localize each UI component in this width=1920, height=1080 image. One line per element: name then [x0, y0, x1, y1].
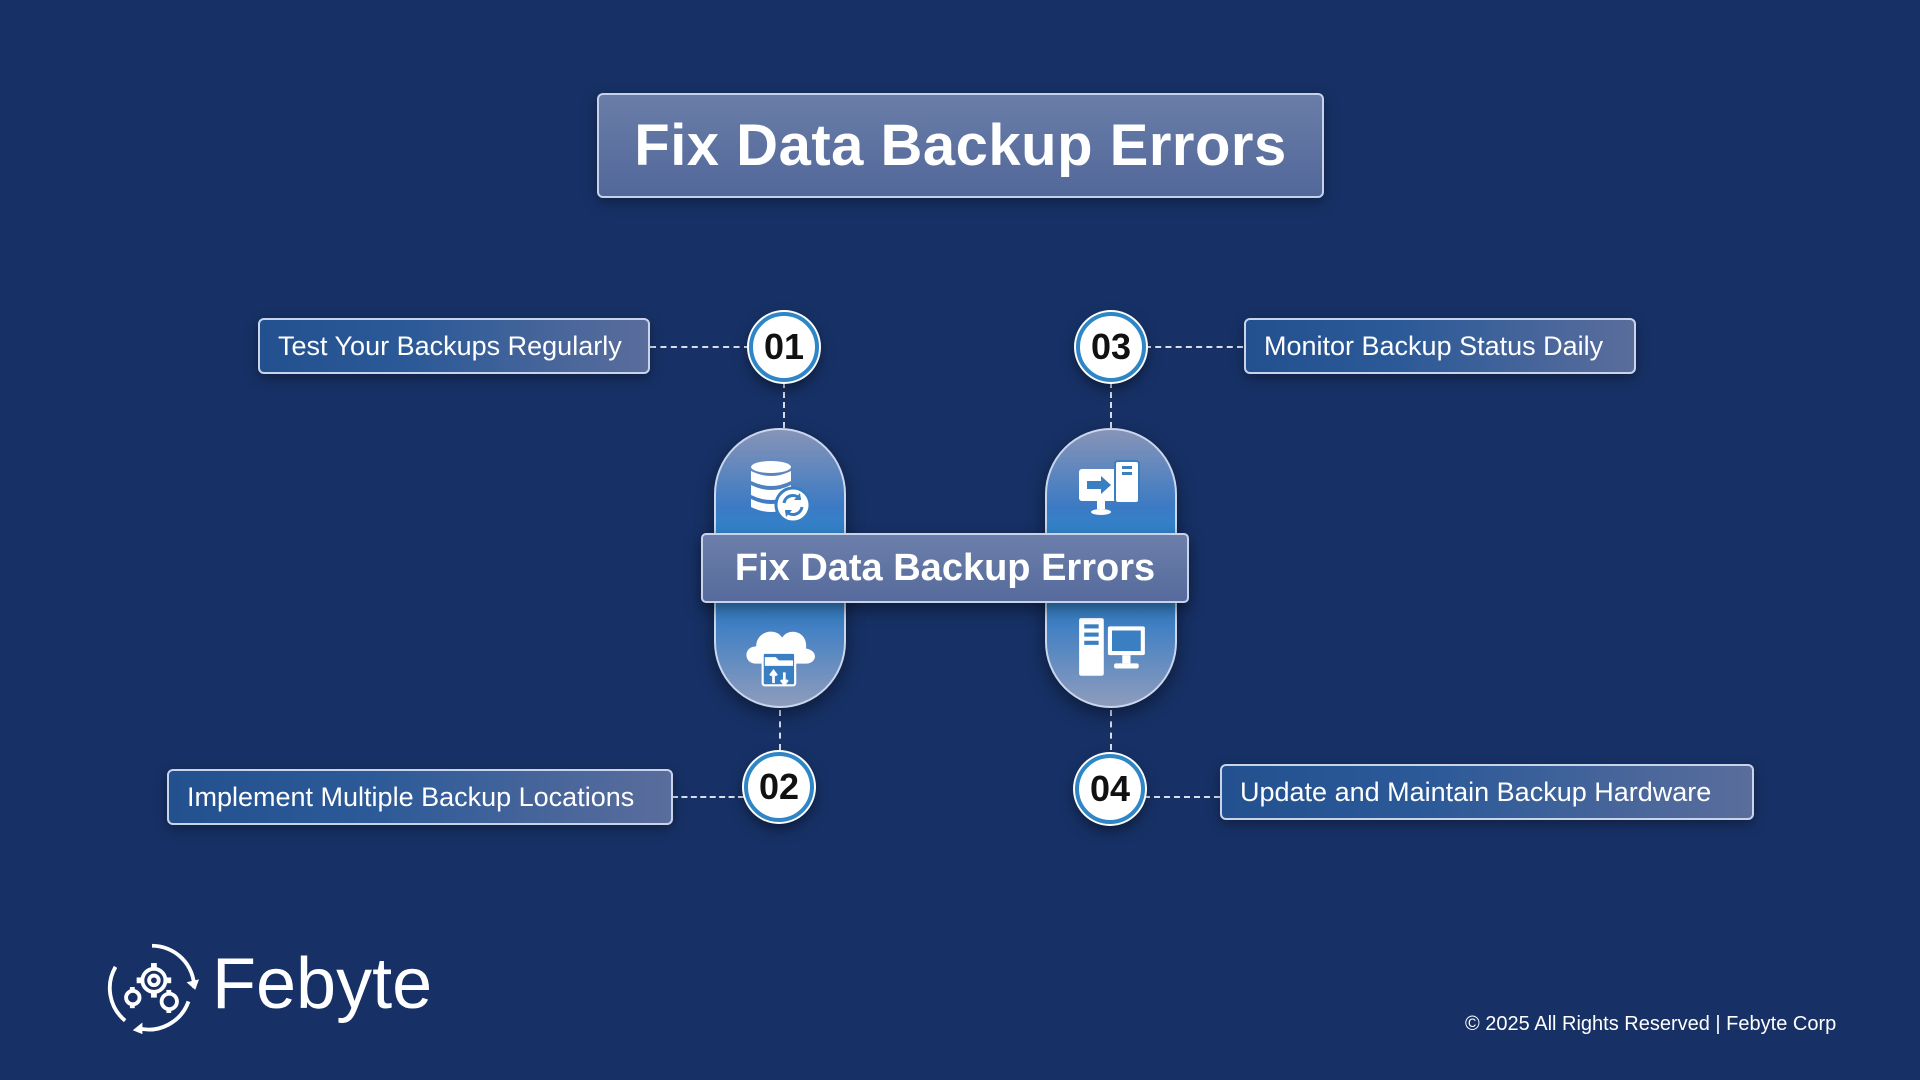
connector-04-vertical	[1110, 710, 1112, 750]
connector-01-vertical	[783, 382, 785, 428]
step-number-04: 04	[1075, 754, 1145, 824]
step-label-02: Implement Multiple Backup Locations	[167, 769, 673, 825]
gears-cycle-icon	[107, 943, 200, 1035]
step-label-01: Test Your Backups Regularly	[258, 318, 650, 374]
step-number-03: 03	[1076, 312, 1146, 382]
desktop-tower-icon	[1079, 618, 1145, 676]
connector-04-horizontal	[1144, 796, 1220, 798]
step-label-03: Monitor Backup Status Daily	[1244, 318, 1636, 374]
brand-name: Febyte	[212, 944, 433, 1024]
connector-01-horizontal	[650, 346, 750, 348]
connector-03-vertical	[1110, 382, 1112, 428]
step-number-02: 02	[744, 752, 814, 822]
center-title: Fix Data Backup Errors	[701, 533, 1189, 603]
page-title: Fix Data Backup Errors	[597, 93, 1324, 198]
step-label-04: Update and Maintain Backup Hardware	[1220, 764, 1754, 820]
connector-02-horizontal	[672, 796, 744, 798]
step-number-01: 01	[749, 312, 819, 382]
connector-03-horizontal	[1145, 346, 1243, 348]
copyright-footer: © 2025 All Rights Reserved | Febyte Corp	[1465, 1013, 1837, 1035]
monitor-transfer-icon	[1079, 460, 1140, 515]
connector-02-vertical	[779, 710, 781, 750]
cloud-folder-icon	[746, 631, 815, 687]
database-sync-icon	[751, 461, 812, 524]
